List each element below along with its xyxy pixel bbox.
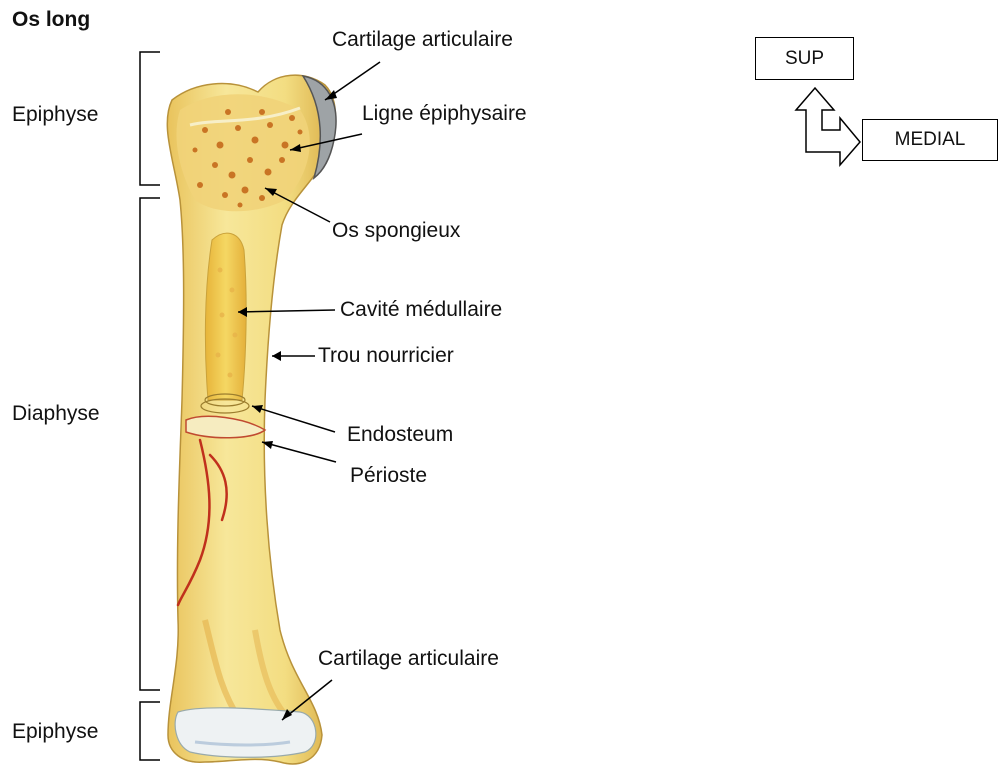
- region-label-epiphyse-top: Epiphyse: [12, 103, 98, 127]
- diagram-title: Os long: [12, 8, 90, 32]
- orientation-label-sup: SUP: [785, 48, 824, 70]
- orientation-label-medial: MEDIAL: [895, 129, 966, 151]
- label-cartilage-bottom: Cartilage articulaire: [318, 647, 499, 671]
- label-perioste: Périoste: [350, 464, 427, 488]
- label-cavite-medullaire: Cavité médullaire: [340, 298, 502, 322]
- orientation-box-medial: MEDIAL: [862, 119, 998, 161]
- orientation-arrow-shape: [796, 88, 860, 165]
- label-cartilage-top: Cartilage articulaire: [332, 28, 513, 52]
- cartilage-bottom-shape: [175, 708, 316, 757]
- label-endosteum: Endosteum: [347, 423, 453, 447]
- bracket-lines: [140, 52, 160, 760]
- region-label-diaphyse: Diaphyse: [12, 402, 100, 426]
- medullary-cavity: [205, 233, 246, 400]
- label-trou-nourricier: Trou nourricier: [318, 344, 454, 368]
- region-label-epiphyse-bottom: Epiphyse: [12, 720, 98, 744]
- label-ligne-epiphysaire: Ligne épiphysaire: [362, 102, 527, 126]
- label-os-spongieux: Os spongieux: [332, 219, 460, 243]
- orientation-box-sup: SUP: [755, 37, 854, 80]
